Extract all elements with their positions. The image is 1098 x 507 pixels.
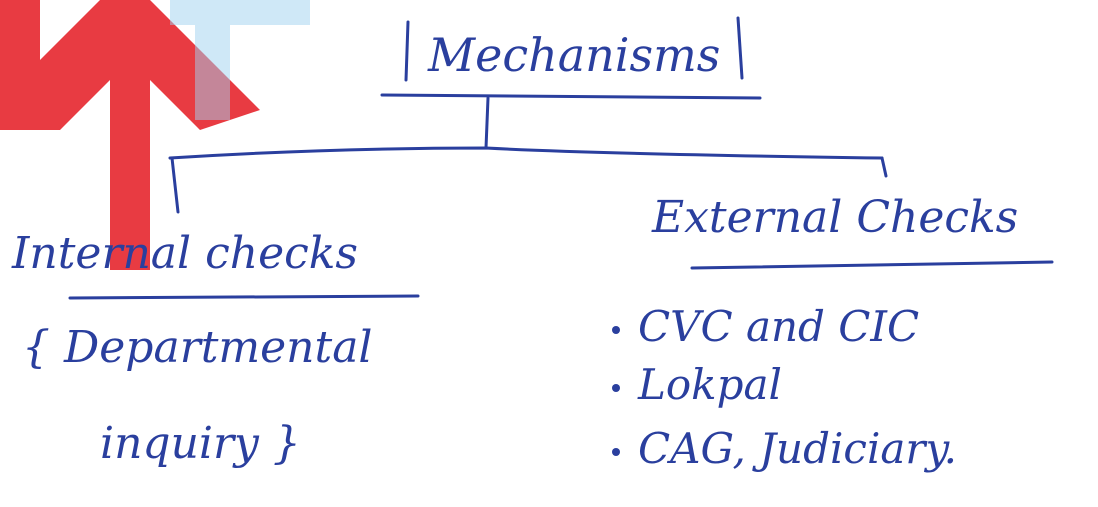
branch-line <box>168 146 884 160</box>
external-checks-item: CVC and CIC <box>612 302 919 351</box>
bullet-icon <box>612 448 620 456</box>
left-underline <box>68 294 420 300</box>
right-drop <box>880 156 888 178</box>
bullet-icon <box>612 326 620 334</box>
bullet-icon <box>612 384 620 392</box>
internal-checks-title: Internal checks <box>12 228 359 279</box>
root-box-bottom <box>380 93 762 100</box>
internal-checks-desc-line-1: { Departmental <box>22 322 373 373</box>
stem-line <box>484 96 490 150</box>
external-checks-item: Lokpal <box>612 360 782 409</box>
right-underline <box>690 260 1054 270</box>
external-item-label: CVC and CIC <box>638 302 920 351</box>
root-node-label: Mechanisms <box>428 28 721 82</box>
left-drop <box>170 156 180 214</box>
external-checks-item: CAG, Judiciary. <box>612 424 957 473</box>
internal-checks-desc-line-2: inquiry } <box>100 418 301 469</box>
external-item-label: Lokpal <box>638 360 782 409</box>
external-item-label: CAG, Judiciary. <box>638 424 957 473</box>
watermark-logo-blue <box>170 0 310 120</box>
root-box-left <box>404 20 410 82</box>
external-checks-title: External Checks <box>652 192 1019 243</box>
root-box-right <box>736 16 744 80</box>
